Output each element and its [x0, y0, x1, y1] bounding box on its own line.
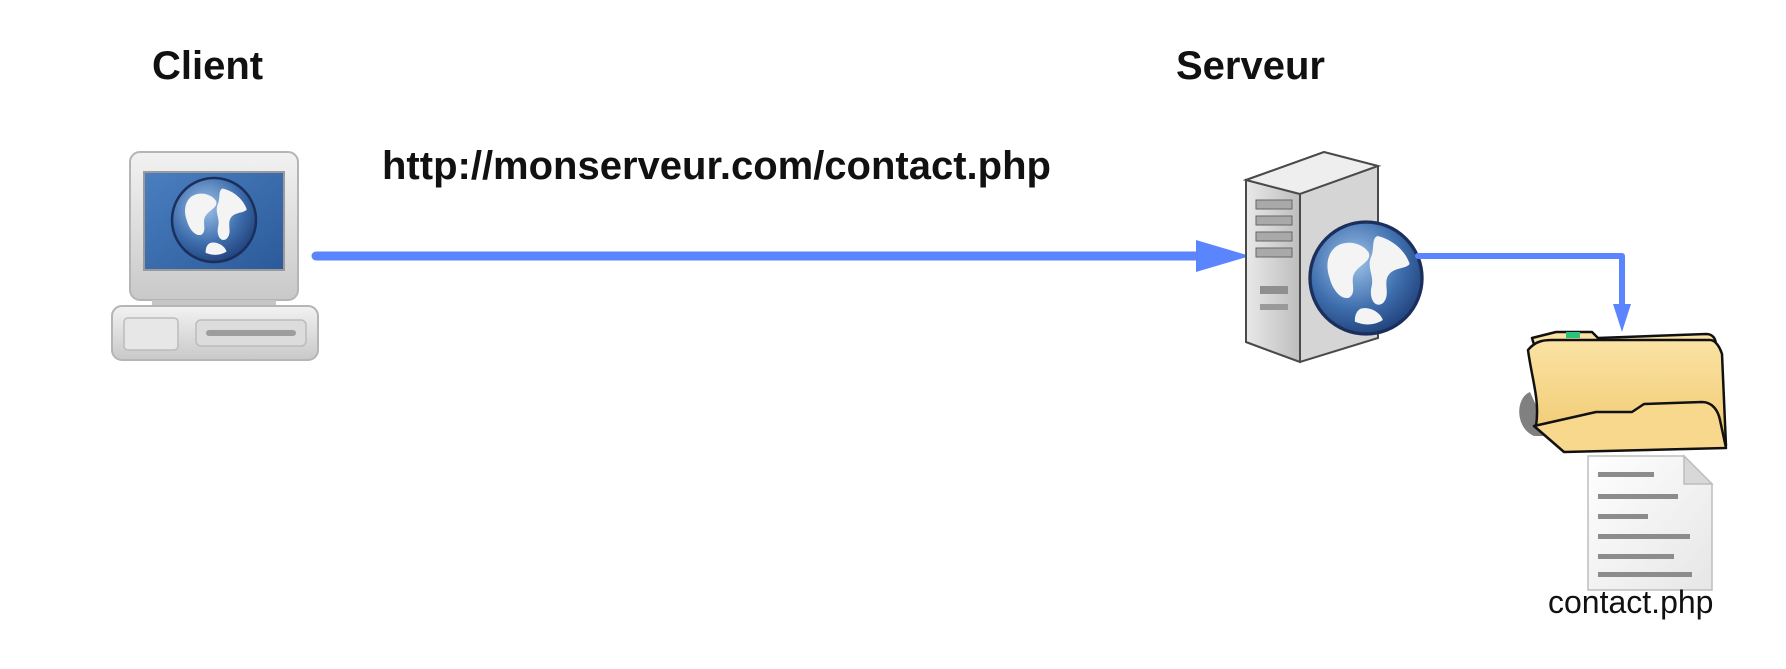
request-arrow	[311, 240, 1250, 272]
server-label: Serveur	[1176, 44, 1325, 88]
document-file-icon	[1587, 454, 1714, 591]
client-label: Client	[152, 44, 264, 88]
server-to-folder-arrow	[1415, 253, 1631, 332]
request-url-label: http://monserveur.com/contact.php	[382, 144, 1051, 188]
file-name-label: contact.php	[1548, 584, 1714, 620]
folder-icon	[1519, 330, 1728, 454]
web-server-globe-icon	[1242, 150, 1424, 364]
desktop-computer-globe-icon	[111, 151, 319, 361]
